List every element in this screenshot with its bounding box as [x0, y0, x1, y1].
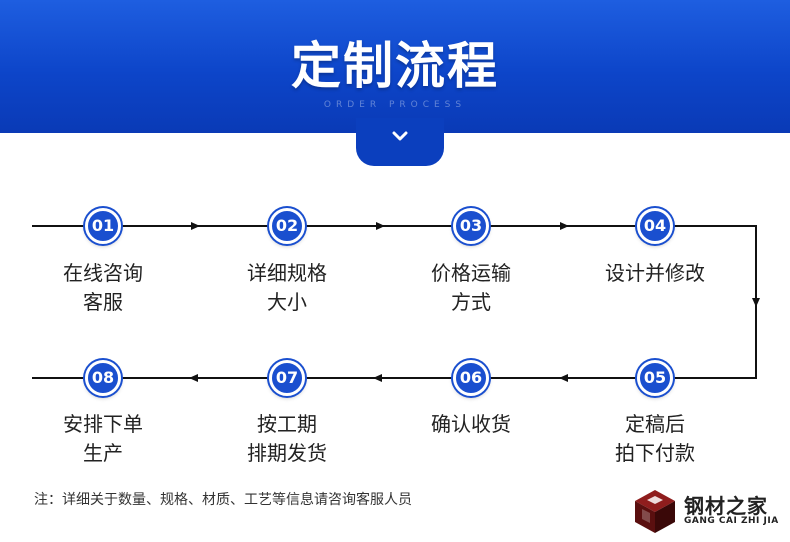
brand-logo: 钢材之家 GANG CAI ZHI JIA — [632, 487, 782, 535]
step-08-badge: 08 — [85, 360, 121, 396]
cube-logo-icon — [635, 490, 675, 533]
step-04-badge: 04 — [637, 208, 673, 244]
page-subtitle: ORDER PROCESS — [323, 100, 467, 110]
step-04-label: 设计并修改 — [605, 261, 705, 285]
footnote: 注：详细关于数量、规格、材质、工艺等信息请咨询客服人员 — [34, 492, 412, 508]
logo-name: 钢材之家 — [684, 494, 768, 518]
page-title: 定制流程 — [291, 37, 499, 95]
step-07-label: 按工期排期发货 — [247, 412, 327, 465]
step-03-label: 价格运输方式 — [431, 261, 511, 314]
step-06-badge: 06 — [453, 360, 489, 396]
chevron-down-icon — [392, 131, 408, 141]
step-08-label: 安排下单生产 — [63, 412, 143, 465]
step-05-label: 定稿后拍下付款 — [615, 412, 695, 465]
step-06-label: 确认收货 — [431, 412, 511, 436]
step-07-badge: 07 — [269, 360, 305, 396]
flow-line-right — [674, 225, 757, 379]
step-02-badge: 02 — [269, 208, 305, 244]
step-01-badge: 01 — [85, 208, 121, 244]
step-05-badge: 05 — [637, 360, 673, 396]
step-01-label: 在线咨询客服 — [63, 261, 143, 314]
step-02-label: 详细规格大小 — [247, 261, 327, 314]
step-03-badge: 03 — [453, 208, 489, 244]
logo-pinyin: GANG CAI ZHI JIA — [684, 516, 779, 526]
header-tab — [356, 118, 444, 166]
header-banner: 定制流程 ORDER PROCESS — [0, 0, 790, 133]
